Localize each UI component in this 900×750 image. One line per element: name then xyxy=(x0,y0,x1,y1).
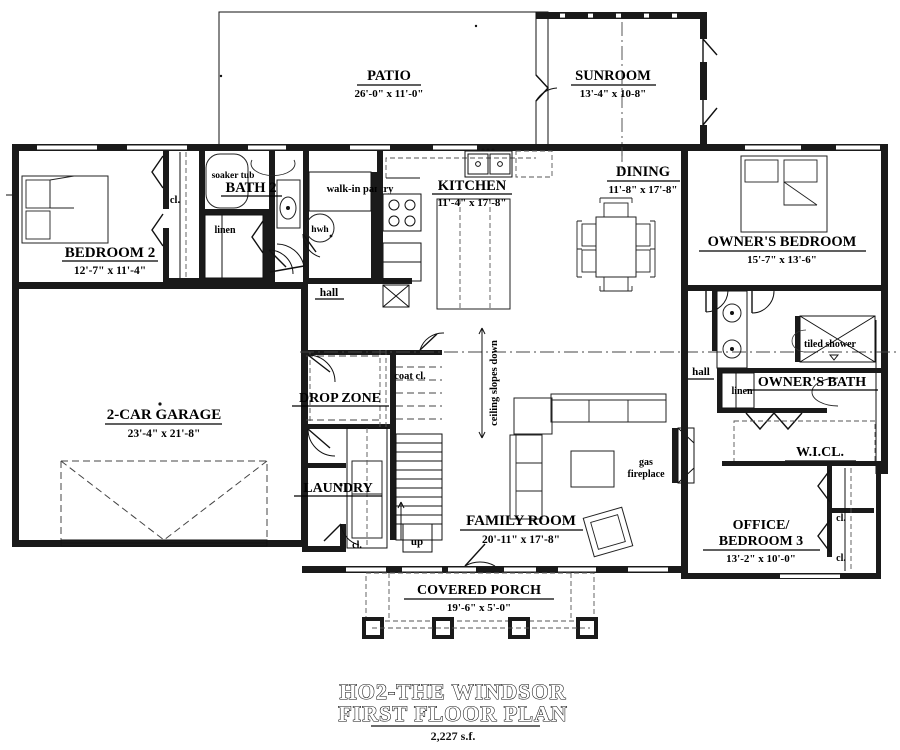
laundry-closet-label: cl. xyxy=(352,540,362,551)
office-bedroom-3: cl. cl. OFFICE/ BEDROOM 3 13'-2" x 10'-0… xyxy=(681,461,881,579)
sofa-furniture xyxy=(550,393,667,423)
kitchen-dims: 11'-4" x 17'-8" xyxy=(437,197,506,209)
owners-bedroom: OWNER'S BEDROOM 15'-7" x 13'-6" xyxy=(688,155,881,313)
hwh-label: hwh xyxy=(311,225,329,235)
office-closet-upper-label: cl. xyxy=(836,513,846,524)
sunroom-labels: SUNROOM 13'-4" x 10-8" xyxy=(571,68,656,100)
bedroom3-label: BEDROOM 3 xyxy=(719,534,803,549)
office-dims: 13'-2" x 10'-0" xyxy=(726,553,796,565)
kitchen-label: KITCHEN xyxy=(438,178,507,194)
bedroom2-closet: cl. xyxy=(151,151,205,284)
patio-label: PATIO xyxy=(367,68,411,84)
bedroom-2: BEDROOM 2 12'-7" x 11'-4" xyxy=(6,175,308,289)
dining-label: DINING xyxy=(616,164,670,180)
drop-zone-label: DROP ZONE xyxy=(299,391,381,406)
bed-furniture-owner xyxy=(740,155,828,233)
coat-closet-label: coat cl. xyxy=(394,371,426,382)
owners-bath-suite: hall tiled shower linen OWNER'S BATH xyxy=(681,290,881,466)
office-closet-lower-label: cl. xyxy=(836,553,846,564)
linen-bath2-label: linen xyxy=(214,225,236,236)
sunroom-label: SUNROOM xyxy=(575,68,651,84)
stairs: up xyxy=(390,433,443,553)
dining: DINING 11'-8" x 17'-8" xyxy=(576,147,680,292)
top-windows xyxy=(37,145,880,150)
bedroom2-label: BEDROOM 2 xyxy=(65,245,155,261)
laundry: LAUNDRY cl. xyxy=(294,427,388,552)
bath2-label: BATH 2 xyxy=(226,180,277,196)
plan-title-line2: FIRST FLOOR PLAN xyxy=(338,701,568,726)
sunroom-dims: 13'-4" x 10-8" xyxy=(580,88,647,100)
wicl-label: W.I.CL. xyxy=(796,445,844,460)
bath-2: soaker tub linen BATH 2 xyxy=(199,151,301,284)
family-room-dims: 20'-11" x 17'-8" xyxy=(482,534,560,546)
owners-bedroom-dims: 15'-7" x 13'-6" xyxy=(747,254,817,266)
patio-dims: 26'-0" x 11'-0" xyxy=(354,88,423,100)
closet-bedroom2-label: cl. xyxy=(170,195,181,206)
kitchen: KITCHEN 11'-4" x 17'-8" xyxy=(377,148,553,310)
hall-left-label: hall xyxy=(320,287,339,299)
dining-dims: 11'-8" x 17'-8" xyxy=(608,184,677,196)
ceiling-slopes-label: ceiling slopes down xyxy=(489,340,500,426)
bedroom2-dims: 12'-7" x 11'-4" xyxy=(74,265,146,277)
linen-owners-bath-label: linen xyxy=(731,386,753,397)
drop-zone: DROP ZONE xyxy=(292,350,394,457)
walk-in-pantry: walk-in pantry hwh hall xyxy=(269,151,412,300)
coffee-table-furniture xyxy=(570,450,615,488)
covered-porch-dims: 19'-6" x 5'-0" xyxy=(447,602,511,614)
covered-porch-label: COVERED PORCH xyxy=(417,583,541,598)
bed-furniture-bedroom2 xyxy=(21,175,109,244)
laundry-label: LAUNDRY xyxy=(303,481,373,496)
front-wall-and-porch: COVERED PORCH 19'-6" x 5'-0" xyxy=(302,566,688,639)
wall-dining-owner xyxy=(681,151,688,291)
loveseat-furniture xyxy=(509,434,543,520)
hall-right-label: hall xyxy=(692,366,710,378)
garage-dims: 23'-4" x 21'-8" xyxy=(128,428,201,440)
garage-label: 2-CAR GARAGE xyxy=(107,407,222,423)
accent-chair-furniture xyxy=(582,506,634,558)
family-room-label: FAMILY ROOM xyxy=(466,513,576,529)
owners-bedroom-label: OWNER'S BEDROOM xyxy=(708,234,857,250)
up-label: up xyxy=(411,536,423,548)
tiled-shower-label: tiled shower xyxy=(804,339,857,350)
plan-area: 2,227 s.f. xyxy=(431,729,476,743)
walk-in-pantry-label: walk-in pantry xyxy=(327,184,395,195)
soaker-tub-label: soaker tub xyxy=(212,171,255,181)
title-block: HO2-THE WINDSOR FIRST FLOOR PLAN 2,227 s… xyxy=(338,678,568,743)
gas-fireplace-line1: gas xyxy=(639,457,653,468)
owners-bath-label: OWNER'S BATH xyxy=(758,375,866,390)
gas-fireplace-line2: fireplace xyxy=(627,469,665,480)
dining-table-furniture xyxy=(576,197,656,292)
plan-title-line1: HO2-THE WINDSOR xyxy=(340,679,567,704)
main-exterior-walls xyxy=(12,144,888,474)
coat-closet: coat cl. xyxy=(390,332,445,434)
office-label: OFFICE/ xyxy=(733,518,791,533)
sunroom-walls xyxy=(535,12,718,170)
patio-labels: PATIO 26'-0" x 11'-0" xyxy=(354,68,423,100)
garage: 2-CAR GARAGE 23'-4" x 21'-8" xyxy=(12,283,308,547)
ceiling-slope-note: ceiling slopes down xyxy=(478,327,500,439)
side-chair-furniture xyxy=(513,397,553,435)
